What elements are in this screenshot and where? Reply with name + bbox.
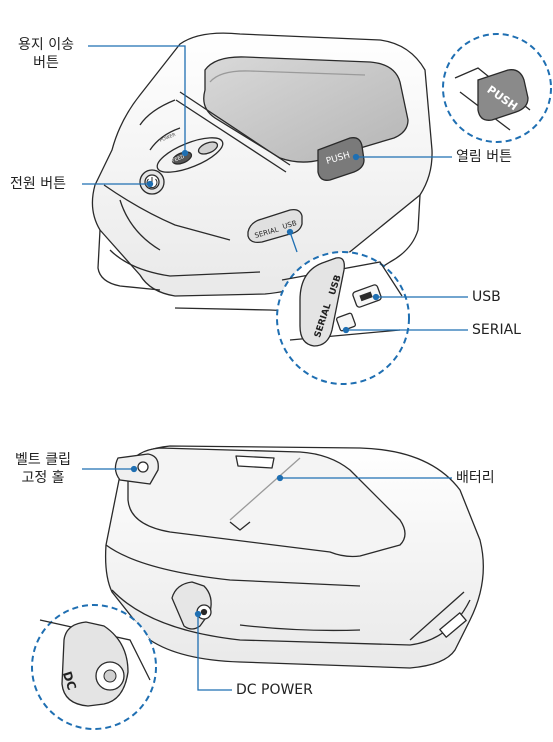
ports-detail-callout: SERIAL USB bbox=[276, 251, 410, 385]
label-power-button: 전원 버튼 bbox=[10, 176, 66, 192]
svg-text:FEED: FEED bbox=[171, 154, 185, 165]
label-belt-clip-line2: 고정 홀 bbox=[21, 470, 65, 486]
leader-lines bbox=[82, 45, 468, 691]
dc-detail-callout: DC bbox=[31, 604, 157, 730]
label-dc-power: DC POWER bbox=[236, 682, 313, 698]
label-open-button: 열림 버튼 bbox=[456, 149, 512, 165]
label-battery: 배터리 bbox=[456, 470, 495, 486]
label-belt-clip-hole: 벨트 클립 고정 홀 bbox=[4, 451, 82, 487]
svg-text:POWER: POWER bbox=[159, 132, 177, 144]
label-paper-feed-line2: 버튼 bbox=[33, 55, 59, 71]
svg-text:USB: USB bbox=[282, 219, 298, 231]
label-serial: SERIAL bbox=[472, 322, 521, 338]
push-button[interactable] bbox=[317, 137, 365, 181]
label-belt-clip-line1: 벨트 클립 bbox=[15, 452, 71, 468]
battery-cover bbox=[127, 447, 406, 558]
printer-bottom-view bbox=[104, 445, 484, 669]
belt-clip-hole bbox=[137, 461, 149, 473]
paper-cover bbox=[203, 56, 409, 163]
svg-text:DC: DC bbox=[60, 670, 79, 692]
label-paper-feed-line1: 용지 이송 bbox=[18, 37, 74, 53]
label-paper-feed-button: 용지 이송 버튼 bbox=[4, 36, 88, 72]
label-usb: USB bbox=[472, 289, 501, 305]
push-detail-callout: PUSH bbox=[442, 33, 552, 143]
